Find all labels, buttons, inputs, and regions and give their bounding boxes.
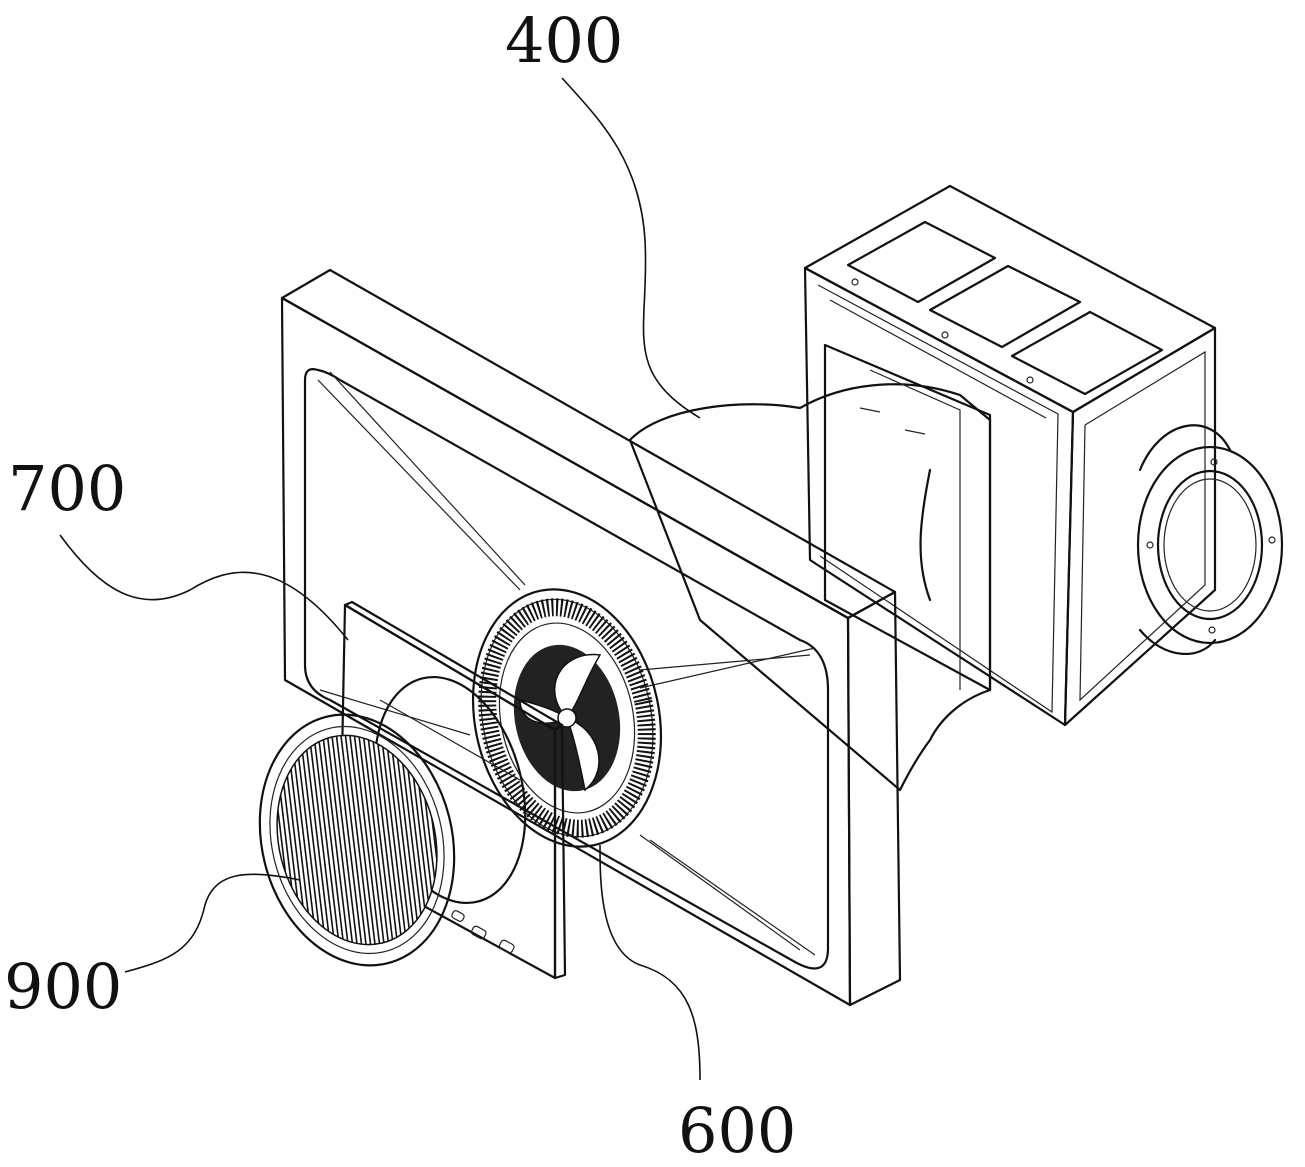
label-600: 600 [678, 1094, 796, 1167]
filter-grille [258, 713, 459, 967]
housing-box [803, 184, 1284, 727]
volute-casing [628, 343, 992, 792]
label-700: 700 [8, 452, 126, 525]
label-400: 400 [505, 4, 623, 77]
leader-400 [561, 77, 701, 419]
leader-700 [59, 534, 349, 641]
leader-lines [59, 77, 701, 1081]
leader-600 [599, 844, 701, 1081]
label-900: 900 [4, 950, 122, 1023]
hood-panel [280, 268, 902, 1007]
leader-900 [124, 873, 301, 973]
fan-impeller [471, 588, 663, 848]
